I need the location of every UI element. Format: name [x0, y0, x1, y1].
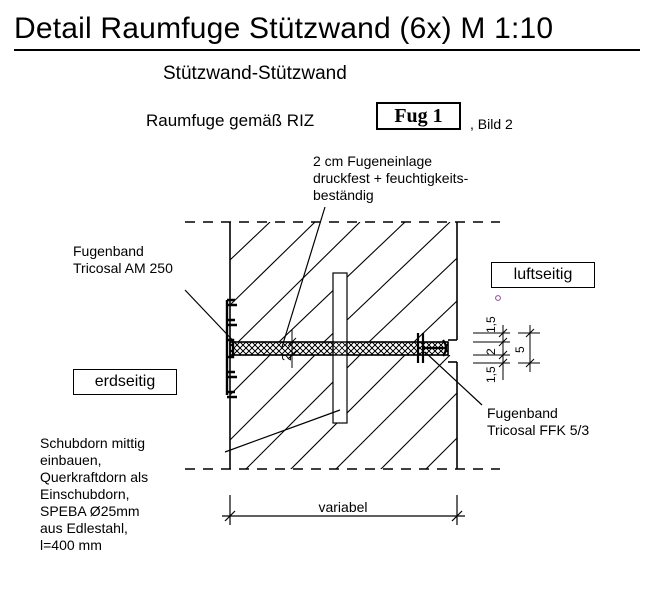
fug-label: Fug 1	[394, 104, 443, 127]
annotation-fugenband-right: Fugenband Tricosal FFK 5/3	[487, 405, 589, 439]
annotation-line: einbauen,	[40, 452, 102, 468]
leader-lines	[184, 206, 483, 453]
drawing-subtitle: Stützwand-Stützwand	[163, 63, 347, 84]
dim-right-mid: 2	[484, 348, 498, 355]
gap-dimension-text: 2	[279, 354, 294, 361]
annotation-schubdorn: Schubdorn mittig einbauen, Querkraftdorn…	[40, 435, 148, 554]
annotation-fugeneinlage: 2 cm Fugeneinlage druckfest + feuchtigke…	[313, 153, 468, 204]
drawing-title: Detail Raumfuge Stützwand (6x) M 1:10	[14, 12, 554, 45]
reference-mark	[495, 295, 501, 301]
riz-reference: Raumfuge gemäß RIZ	[146, 111, 315, 130]
label-erdseitig: erdseitig	[73, 369, 177, 395]
width-dimension-text: variabel	[318, 499, 367, 515]
dim-right-bottom: 1,5	[484, 366, 498, 383]
annotation-line: Einschubdorn,	[40, 486, 130, 502]
annotation-line: Fugenband	[487, 405, 558, 421]
annotation-line: Tricosal AM 250	[73, 260, 173, 276]
right-dimension-chain	[473, 325, 540, 380]
annotation-line: Fugenband	[73, 243, 144, 259]
annotation-line: aus Edlestahl,	[40, 520, 128, 536]
annotation-line: l=400 mm	[40, 537, 102, 553]
annotation-line: 2 cm Fugeneinlage	[313, 153, 433, 169]
wall-hatch-upper	[230, 222, 457, 342]
annotation-line: Querkraftdorn als	[40, 469, 149, 485]
annotation-line: druckfest + feuchtigkeits-	[313, 170, 469, 186]
annotation-line: beständig	[313, 187, 374, 203]
width-dimension	[222, 495, 465, 525]
annotation-line: Tricosal FFK 5/3	[487, 422, 590, 438]
annotation-line: Schubdorn mittig	[40, 435, 146, 451]
annotation-fugenband-left: Fugenband Tricosal AM 250	[73, 243, 173, 277]
waterstop-left	[225, 298, 237, 399]
fug-label-box: Fug 1	[376, 102, 461, 130]
gap-dimension	[287, 330, 297, 368]
dim-right-outer: 5	[513, 346, 527, 353]
label-luftseitig: luftseitig	[491, 262, 595, 288]
dim-right-top: 1,5	[484, 316, 498, 333]
joint-filler-overlay	[229, 341, 449, 356]
annotation-line: SPEBA Ø25mm	[40, 503, 140, 519]
bild-reference: , Bild 2	[470, 116, 513, 132]
